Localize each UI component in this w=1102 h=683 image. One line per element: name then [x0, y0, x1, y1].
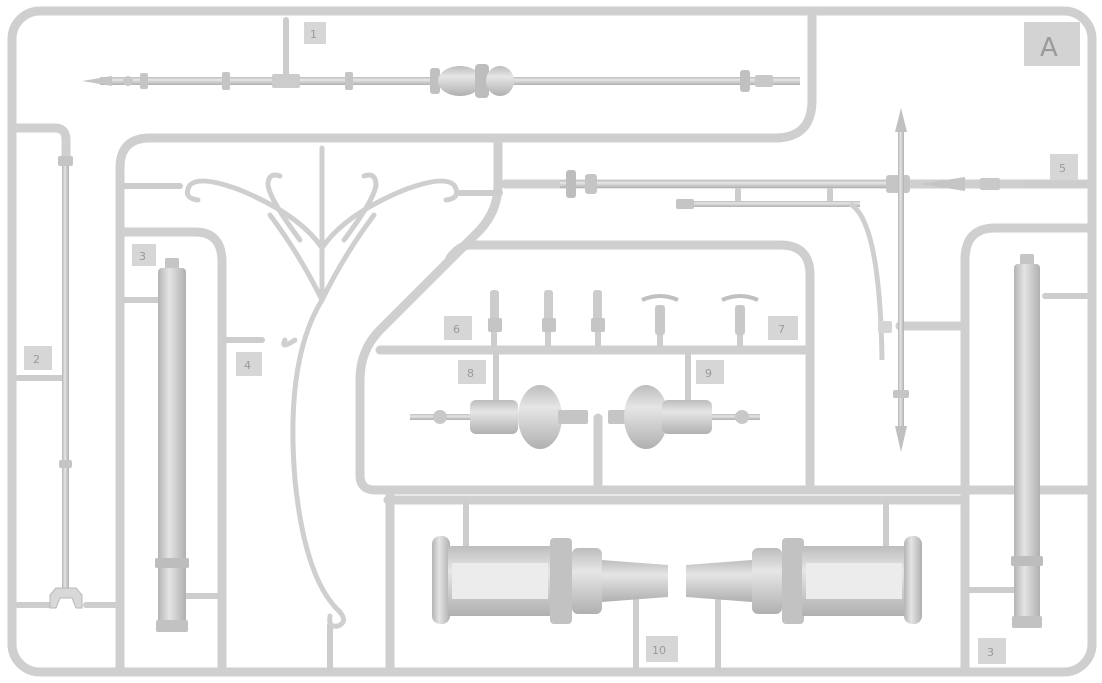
tag-8-text: 8	[467, 367, 474, 380]
part-6-hooks	[488, 290, 605, 332]
part-3-cylinder	[155, 258, 189, 632]
tag-9-text: 9	[705, 367, 712, 380]
tag-1-text: 1	[310, 28, 317, 41]
part-2-thin-rod	[49, 156, 83, 609]
tag-9: 9	[696, 360, 724, 384]
part-number-tags: 1 2 3 4 5 6 7 8 9 10 3 A	[24, 22, 1080, 664]
tag-6: 6	[444, 316, 472, 340]
part-9-lamp	[608, 385, 760, 449]
tag-3b: 3	[978, 638, 1006, 664]
tag-1: 1	[304, 22, 326, 44]
tag-10-text: 10	[652, 644, 666, 657]
tag-7-text: 7	[778, 323, 785, 336]
tag-3-text: 3	[139, 250, 146, 263]
tag-2: 2	[24, 346, 52, 370]
tag-3b-text: 3	[987, 646, 994, 659]
sprue-gates	[15, 17, 1091, 671]
tag-4: 4	[236, 352, 262, 376]
sprue-letter-text: A	[1040, 33, 1058, 63]
tag-6-text: 6	[453, 323, 460, 336]
tag-3: 3	[132, 244, 156, 266]
part-10-lamp-housing	[432, 536, 922, 624]
tag-4-text: 4	[244, 359, 251, 372]
tag-2-text: 2	[33, 353, 40, 366]
tag-7: 7	[768, 316, 798, 340]
tag-5: 5	[1050, 154, 1078, 180]
part-1-finial-rod	[82, 64, 800, 98]
tag-5-text: 5	[1059, 162, 1066, 175]
part-7-hanger-hooks	[641, 294, 759, 335]
part-8-lamp	[410, 385, 588, 449]
tag-letter-a: A	[1024, 22, 1080, 66]
tag-10: 10	[646, 636, 678, 662]
tag-8: 8	[458, 360, 486, 384]
part-4-ornamental-bracket	[184, 145, 460, 629]
part-3-right-cylinder	[1011, 254, 1043, 628]
part-5-cross-finial	[560, 108, 1000, 452]
